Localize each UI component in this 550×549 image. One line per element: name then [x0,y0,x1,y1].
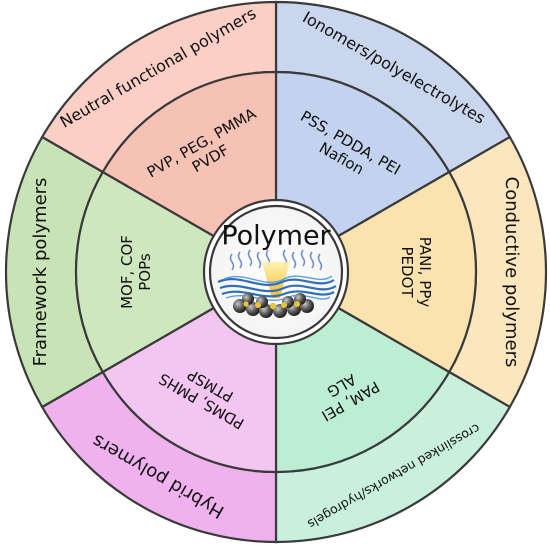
inner-segment-hydrogels [274,306,451,474]
inner-segment-hybrid [101,306,278,474]
inner-label-framework: MOF, COFPOPs [118,235,154,309]
polymer-illustration-icon [217,249,337,318]
inner-ring [74,70,478,474]
center-hub: Polymer [208,204,344,340]
inner-label-conductive: PANI, PPyPEDOT [399,237,435,308]
inner-segment-neutral [101,70,278,238]
inner-segment-conductive [336,170,478,374]
inner-segment-ionomers [274,70,451,238]
inner-label-line: PANI, PPy [417,237,435,308]
center-title: Polymer [221,221,331,252]
outer-label-conductive: Conductive polymers [501,177,522,368]
inner-label-line: MOF, COF [118,235,136,309]
inner-label-line: POPs [136,253,154,291]
inner-segment-framework [74,170,216,374]
inner-label-line: PEDOT [399,246,417,298]
outer-label-framework: Framework polymers [30,178,51,367]
